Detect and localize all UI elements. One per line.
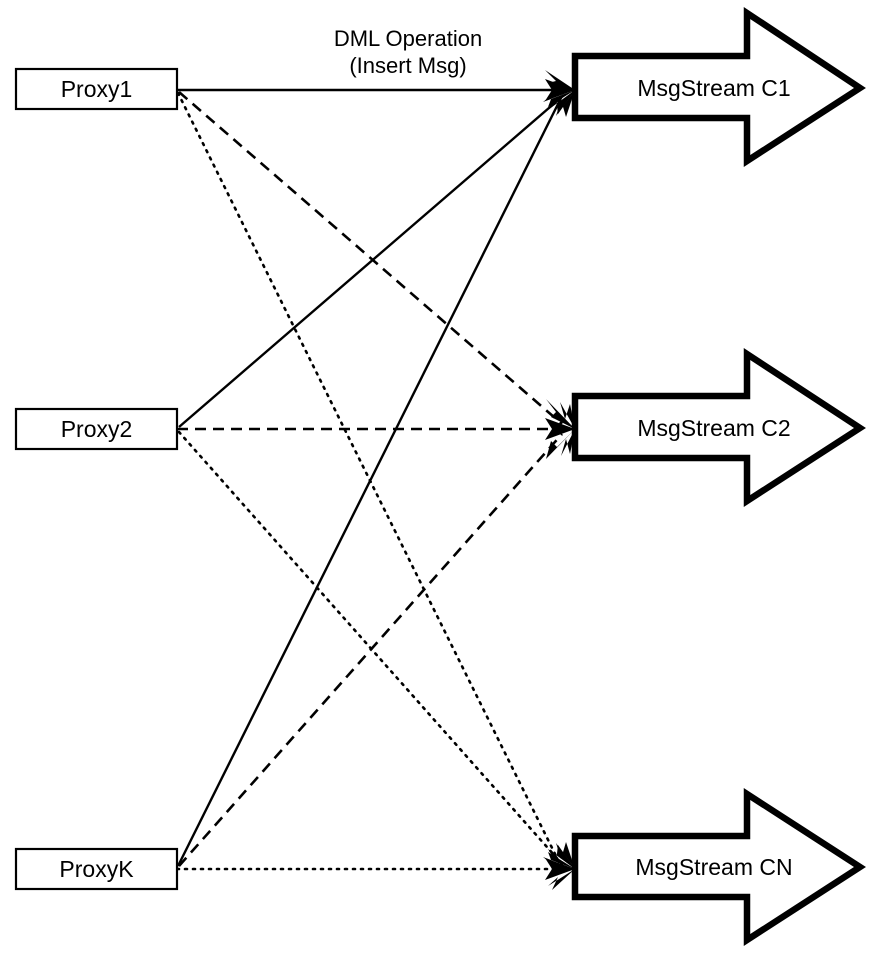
arrowhead-group <box>543 70 575 890</box>
proxy-node-proxy2[interactable]: Proxy2 <box>14 407 179 451</box>
proxy-box[interactable] <box>14 847 179 891</box>
msgstream-label: MsgStream C1 <box>637 75 790 101</box>
msgstream-node-c2[interactable]: MsgStream C2 <box>571 347 866 507</box>
edge-annotation-line2: (Insert Msg) <box>349 53 466 78</box>
block-arrow-icon[interactable] <box>571 788 866 946</box>
edge-proxy1-to-c2 <box>178 91 563 425</box>
msgstream-node-cn[interactable]: MsgStream CN <box>571 788 866 946</box>
edge-proxy2-to-cn <box>177 430 564 866</box>
arrowhead-icon <box>546 429 575 459</box>
edge-group <box>175 88 568 871</box>
edge-annotation-line1: DML Operation <box>334 26 482 51</box>
arrowhead-icon <box>545 858 575 880</box>
arrowhead-icon <box>548 869 575 890</box>
edge-annotation: DML Operation (Insert Msg) <box>334 26 482 78</box>
arrowhead-icon <box>545 79 575 101</box>
msgstream-node-c1[interactable]: MsgStream C1 <box>571 6 866 167</box>
arrowhead-cluster-c2 <box>545 399 575 459</box>
proxy-label: Proxy1 <box>61 76 133 102</box>
proxy-box[interactable] <box>14 67 179 111</box>
arrowhead-icon <box>543 90 575 107</box>
arrowhead-icon <box>556 90 575 117</box>
arrowhead-icon <box>560 402 575 429</box>
msgstream-label: MsgStream CN <box>635 854 792 880</box>
edge-proxy2-to-c1 <box>178 94 565 428</box>
proxy-node-proxy1[interactable]: Proxy1 <box>14 67 179 111</box>
arrowhead-icon <box>556 842 575 869</box>
proxy-box[interactable] <box>14 407 179 451</box>
proxy-node-proxyk[interactable]: ProxyK <box>14 847 179 891</box>
edge-proxyk-to-c1 <box>176 95 564 867</box>
block-arrow-icon[interactable] <box>571 6 866 167</box>
proxy-label: ProxyK <box>59 856 134 882</box>
msgstream-label: MsgStream C2 <box>637 415 790 441</box>
arrowhead-cluster-c1 <box>543 70 575 117</box>
arrowhead-icon <box>561 429 575 456</box>
block-arrow-icon[interactable] <box>571 347 866 507</box>
arrowhead-icon <box>546 399 575 429</box>
edge-proxyk-to-c2 <box>178 433 563 867</box>
arrowhead-icon <box>545 70 575 90</box>
edge-proxy1-to-cn <box>176 91 562 866</box>
arrowhead-cluster-cn <box>543 842 575 890</box>
proxy-label: Proxy2 <box>61 416 133 442</box>
arrowhead-icon <box>543 852 575 869</box>
arrowhead-icon <box>545 418 575 440</box>
